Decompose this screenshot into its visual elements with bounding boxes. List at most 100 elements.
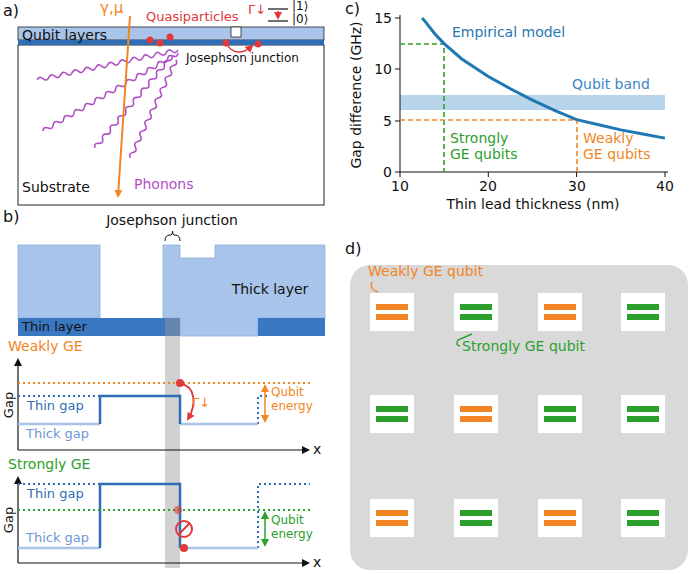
drawing-part [370, 293, 414, 331]
tick-label: 15 [374, 10, 392, 26]
level-label: Thick gap [26, 427, 89, 442]
drawing-part [18, 318, 180, 336]
drawing-part [18, 509, 310, 511]
drawing-part [395, 172, 400, 173]
drawing-part [627, 510, 659, 516]
panel-a-art [18, 9, 324, 205]
tick-label: 10 [391, 178, 409, 194]
drawing-part [167, 34, 174, 41]
plot-title: Weakly GE [8, 338, 83, 354]
drawing-part [18, 562, 308, 563]
drawing-part [17, 360, 18, 450]
drawing-part [376, 304, 408, 310]
drawing-part [18, 547, 100, 550]
axis-label: x [313, 554, 321, 570]
drawing-part [165, 231, 180, 241]
drawing-part [258, 318, 325, 336]
drawing-part [627, 416, 659, 422]
drawing-part [157, 40, 164, 47]
drawing-part [264, 513, 266, 545]
drawing-part [376, 510, 408, 516]
drawing-part [538, 395, 582, 433]
drawing-part [376, 416, 408, 422]
drawing-part [18, 395, 100, 397]
level-label: Thick gap [26, 531, 89, 546]
drawing-part [100, 484, 180, 548]
panel-letter: a) [3, 2, 19, 20]
drawing-part [621, 395, 665, 433]
node-text: Weakly GE qubit [368, 263, 483, 279]
node-text: Substrate [22, 179, 90, 195]
node-text: Qubit layers [22, 26, 107, 45]
level-label: Thin gap [27, 487, 84, 502]
drawing-part [376, 314, 408, 320]
drawing-part [147, 37, 154, 44]
layer-band: Qubit layers [18, 26, 324, 45]
thin-layer: Thin layer [18, 318, 163, 336]
drawing-part [18, 449, 308, 450]
node-text: Thick layer [232, 281, 309, 297]
drawing-part [255, 41, 262, 48]
panel-d-chip [350, 265, 688, 570]
state-label: |1⟩ [292, 0, 308, 14]
phonon-waves [37, 48, 179, 159]
axis-label: Gap [2, 507, 17, 533]
drawing-part [118, 16, 130, 196]
panel-b-art [18, 231, 325, 568]
rate-label: Γ↓ [192, 396, 210, 411]
panel-c-plot [395, 15, 668, 177]
level-label: Thin gap [27, 399, 84, 414]
drawing-part [488, 172, 489, 177]
drawing-part [400, 15, 401, 172]
drawing-part [370, 499, 414, 537]
drawing-part [18, 245, 100, 318]
panel-letter: b) [3, 208, 19, 226]
drawing-part [544, 416, 576, 422]
region-label: Weakly GE qubits [583, 130, 657, 162]
drawing-part [226, 43, 252, 52]
drawing-part [544, 520, 576, 526]
drawing-part [376, 406, 408, 412]
drawing-part [395, 69, 400, 70]
drawing-part [163, 245, 325, 336]
drawing-part [665, 172, 666, 177]
drawing-part [400, 95, 665, 110]
drawing-part [627, 304, 659, 310]
drawing-part [576, 172, 577, 177]
drawing-part [460, 416, 492, 422]
axis-label: x [313, 441, 321, 457]
drawing-part [400, 172, 401, 177]
drawing-part [174, 506, 182, 514]
drawing-part [180, 423, 258, 426]
thick-layer: Thick layer [215, 275, 325, 305]
drawing-part [627, 520, 659, 526]
drawing-part [544, 510, 576, 516]
qubit-chip: Weakly GE qubitStrongly GE qubit [350, 265, 688, 570]
drawing-part [17, 478, 18, 563]
drawing-part [621, 293, 665, 331]
drawing-part [350, 265, 688, 570]
tick-label: 5 [383, 113, 392, 129]
drawing-part [395, 18, 400, 19]
drawing-part [400, 44, 444, 172]
drawing-part [460, 314, 492, 320]
quasiparticle-label: Quasiparticles [146, 10, 239, 25]
tick-label: 0 [383, 164, 392, 180]
drawing-part [371, 282, 378, 292]
panel-letter: c) [345, 0, 360, 18]
radiation-label: γ,μ [100, 0, 123, 17]
tick-label: 30 [568, 178, 586, 194]
drawing-part [544, 406, 576, 412]
drawing-part [268, 8, 288, 9]
drawing-part [180, 544, 188, 552]
node-text: Strongly GE qubit [462, 338, 585, 354]
drawing-part [621, 499, 665, 537]
tick-label: 20 [479, 178, 497, 194]
axis-label: Gap difference (GHz) [348, 21, 364, 168]
drawing-part [460, 406, 492, 412]
panel-letter: d) [345, 240, 361, 258]
axis-label: Gap [2, 392, 17, 418]
drawing-part [18, 423, 100, 426]
drawing-part [129, 59, 178, 159]
